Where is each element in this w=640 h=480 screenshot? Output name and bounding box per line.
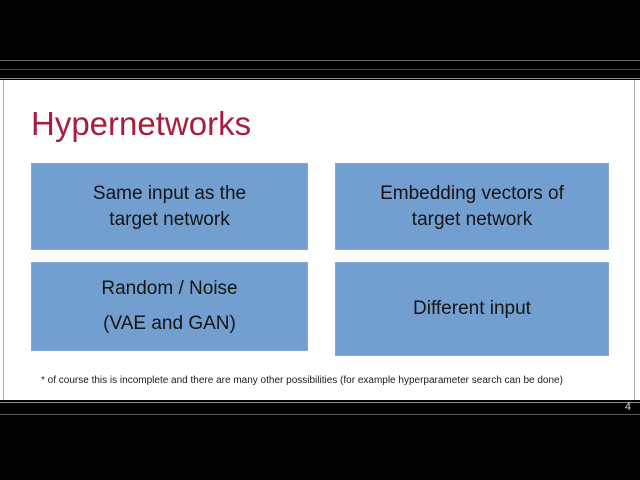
box-same-input: Same input as the target network xyxy=(31,163,308,250)
box-text-line: (VAE and GAN) xyxy=(103,313,236,334)
slide-left-border xyxy=(3,80,4,400)
box-random-noise: Random / Noise (VAE and GAN) xyxy=(31,262,308,351)
letterbox-bottom: 4 xyxy=(0,400,640,480)
box-text-line: Different input xyxy=(413,298,531,319)
slide-right-border xyxy=(634,80,635,400)
letterbox-top xyxy=(0,0,640,80)
page-number: 4 xyxy=(624,401,631,413)
box-text-line: Embedding vectors of xyxy=(380,182,564,204)
footnote: * of course this is incomplete and there… xyxy=(41,375,563,386)
divider-line xyxy=(0,414,640,415)
box-different-input: Different input xyxy=(335,262,609,356)
divider-line xyxy=(0,69,640,70)
slide-bottom-border xyxy=(0,402,640,403)
box-text-line: target network xyxy=(109,208,230,230)
box-embedding-vectors: Embedding vectors of target network xyxy=(335,163,609,250)
box-text-line: Same input as the xyxy=(92,182,247,204)
box-text-line: target network xyxy=(411,208,533,230)
slide: Hypernetworks Same input as the target n… xyxy=(0,80,640,400)
slide-top-border xyxy=(0,78,640,79)
slide-title: Hypernetworks xyxy=(31,105,252,142)
divider-line xyxy=(0,60,640,61)
box-text-line: Random / Noise xyxy=(101,278,238,299)
